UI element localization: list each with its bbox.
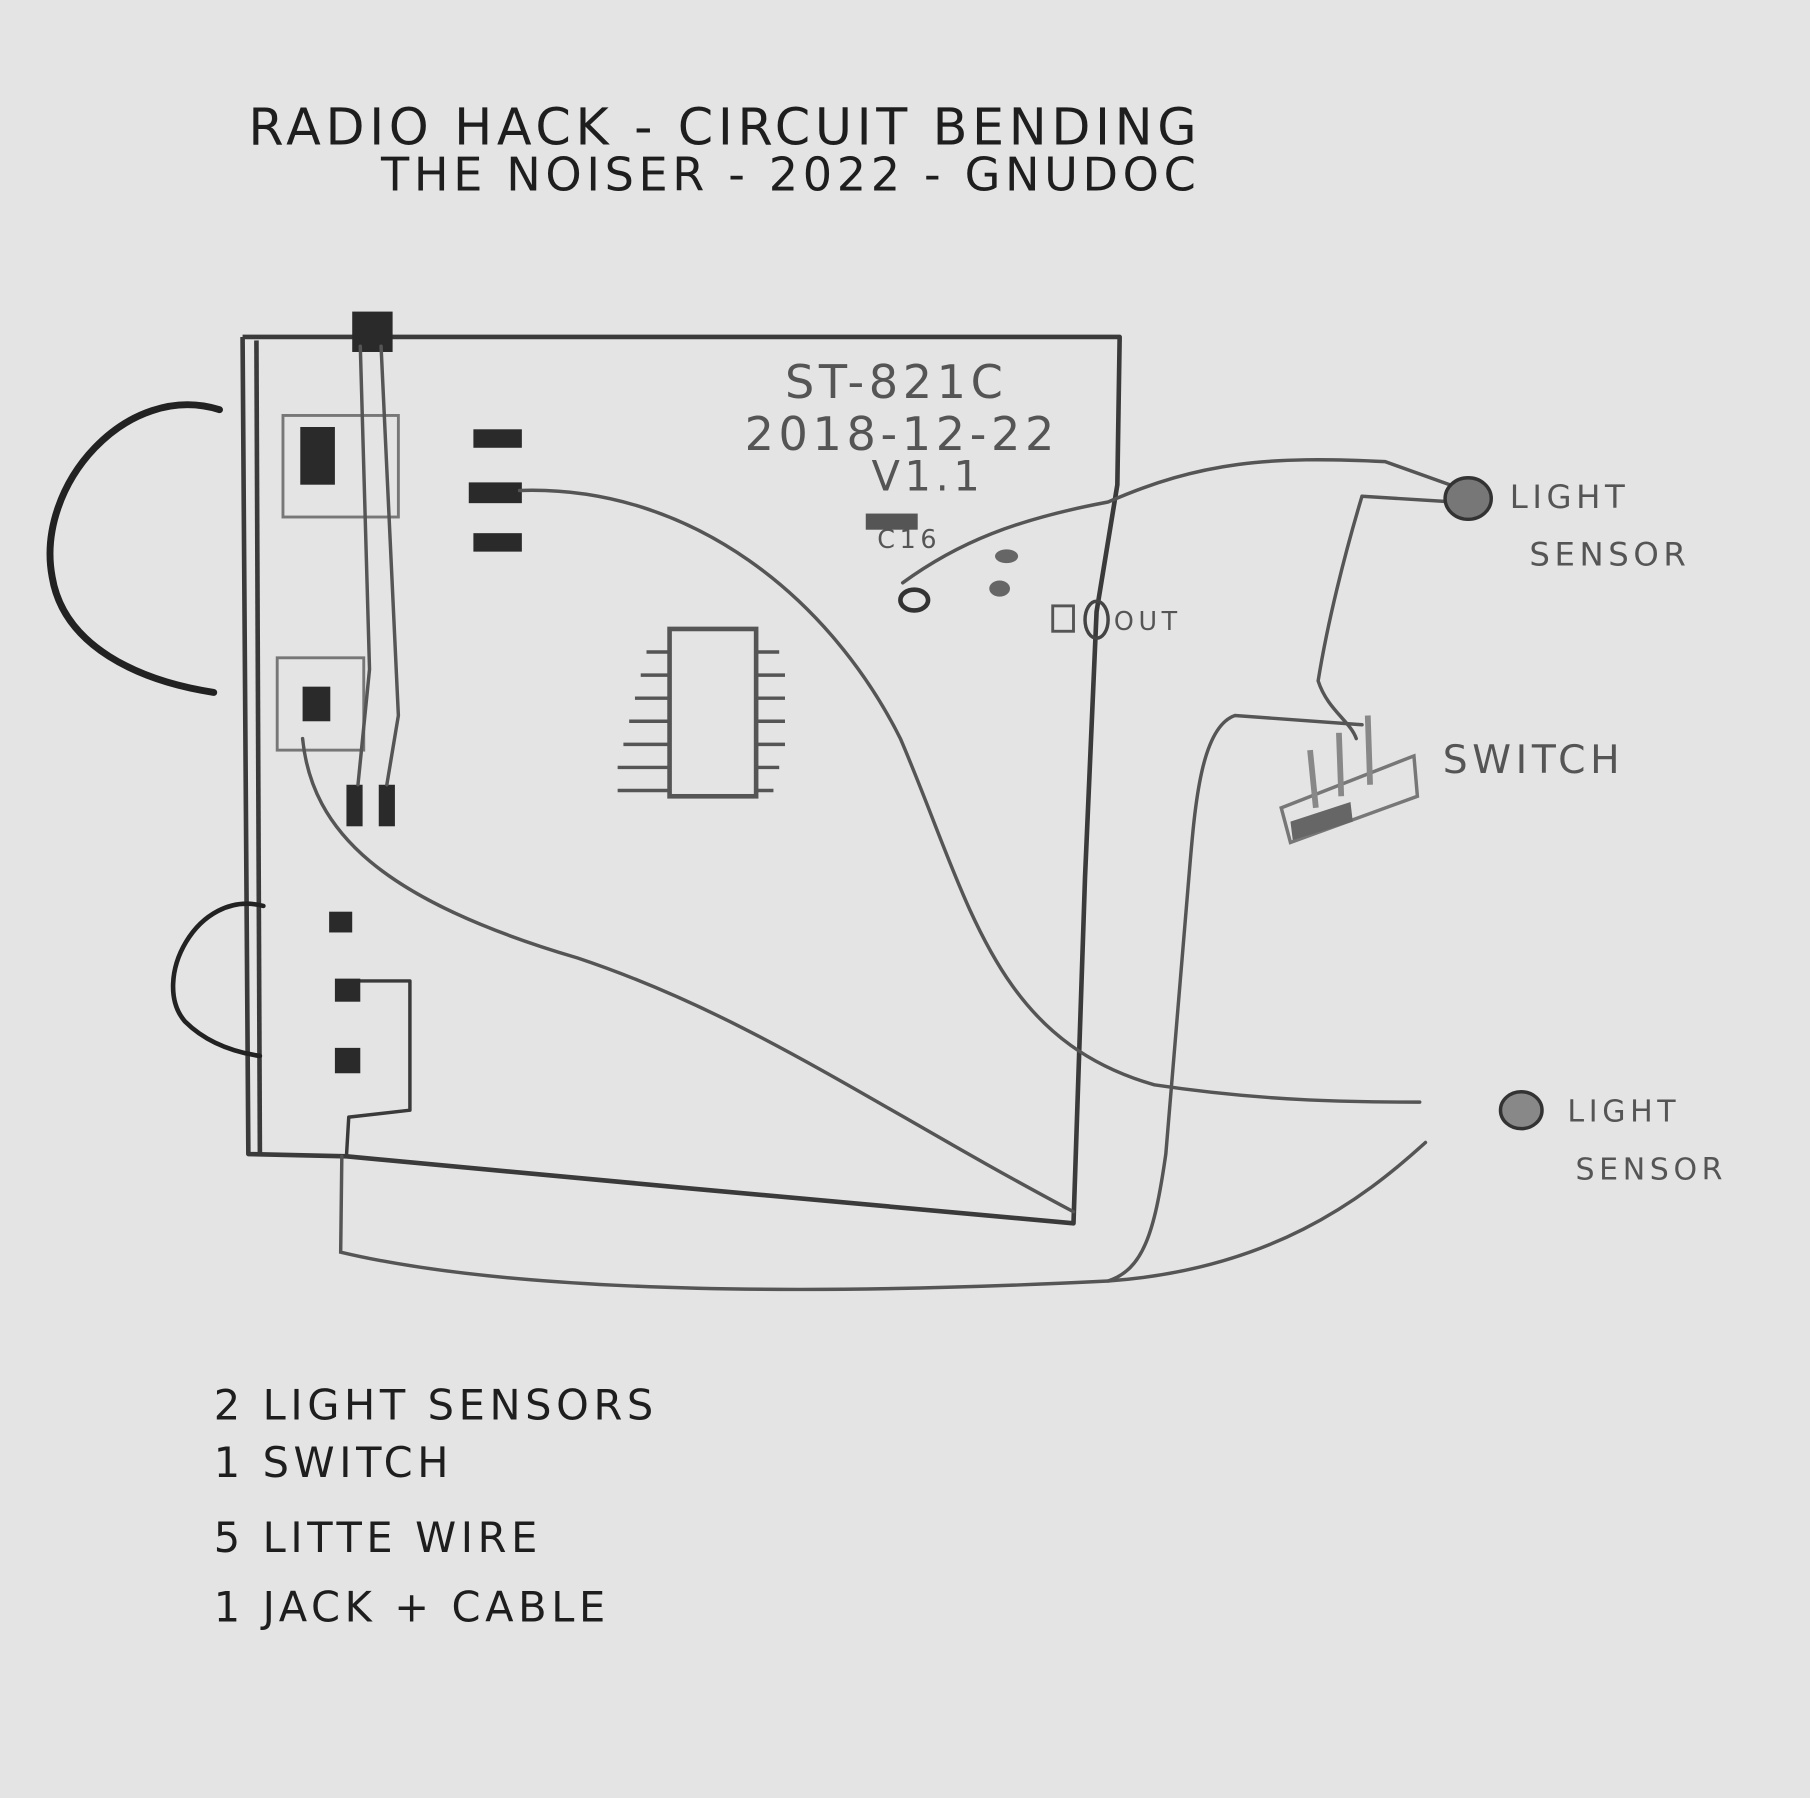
switch-label: SWITCH — [1443, 738, 1624, 783]
board-components — [275, 311, 1110, 1074]
parts-list: 2 LIGHT SENSORS 1 SWITCH 5 LITTE WIRE 1 … — [214, 1380, 658, 1631]
capacitor-c16 — [865, 513, 918, 530]
board-version-label: V1.1 — [872, 451, 985, 500]
light-sensor-2-label-line1: LIGHT — [1567, 1095, 1680, 1130]
solder-pad — [473, 533, 522, 552]
light-sensor-1-label-line1: LIGHT — [1510, 478, 1630, 516]
light-sensor-1-label-line2: SENSOR — [1529, 535, 1690, 573]
solder-pad — [346, 784, 363, 827]
parts-list-item: 5 LITTE WIRE — [214, 1513, 542, 1562]
switch: SWITCH — [1279, 715, 1624, 845]
parts-list-item: 1 SWITCH — [214, 1438, 453, 1487]
chip-component — [300, 426, 335, 485]
solder-pad — [378, 784, 395, 827]
out-pad — [1083, 599, 1110, 640]
solder-pad — [473, 429, 522, 448]
light-sensor-2: LIGHT SENSOR — [1498, 1089, 1727, 1187]
light-sensor-2-label-line2: SENSOR — [1575, 1152, 1727, 1187]
ic-chip — [617, 626, 785, 799]
out-pad — [1051, 604, 1075, 633]
chip-component — [302, 686, 331, 722]
solder-pad — [468, 482, 522, 504]
light-sensor-icon — [1443, 476, 1493, 522]
radio-board — [240, 334, 1122, 1226]
parts-list-item: 1 JACK + CABLE — [214, 1582, 610, 1631]
solder-pad — [334, 1047, 361, 1074]
solder-pad — [329, 911, 353, 933]
title-line-1: RADIO HACK - CIRCUIT BENDING — [248, 97, 1201, 156]
wires — [46, 344, 1468, 1292]
solder-point — [898, 587, 931, 613]
board-date-label: 2018-12-22 — [745, 407, 1059, 461]
top-connector — [352, 311, 393, 352]
parts-list-item: 2 LIGHT SENSORS — [214, 1380, 658, 1429]
out-label: OUT — [1114, 606, 1182, 636]
title-line-2: THE NOISER - 2022 - GNUDOC — [380, 147, 1200, 201]
light-sensor-icon — [1498, 1089, 1544, 1131]
solder-pad — [334, 978, 361, 1002]
board-model-label: ST-821C — [785, 355, 1008, 409]
light-sensor-1: LIGHT SENSOR — [1443, 476, 1690, 573]
